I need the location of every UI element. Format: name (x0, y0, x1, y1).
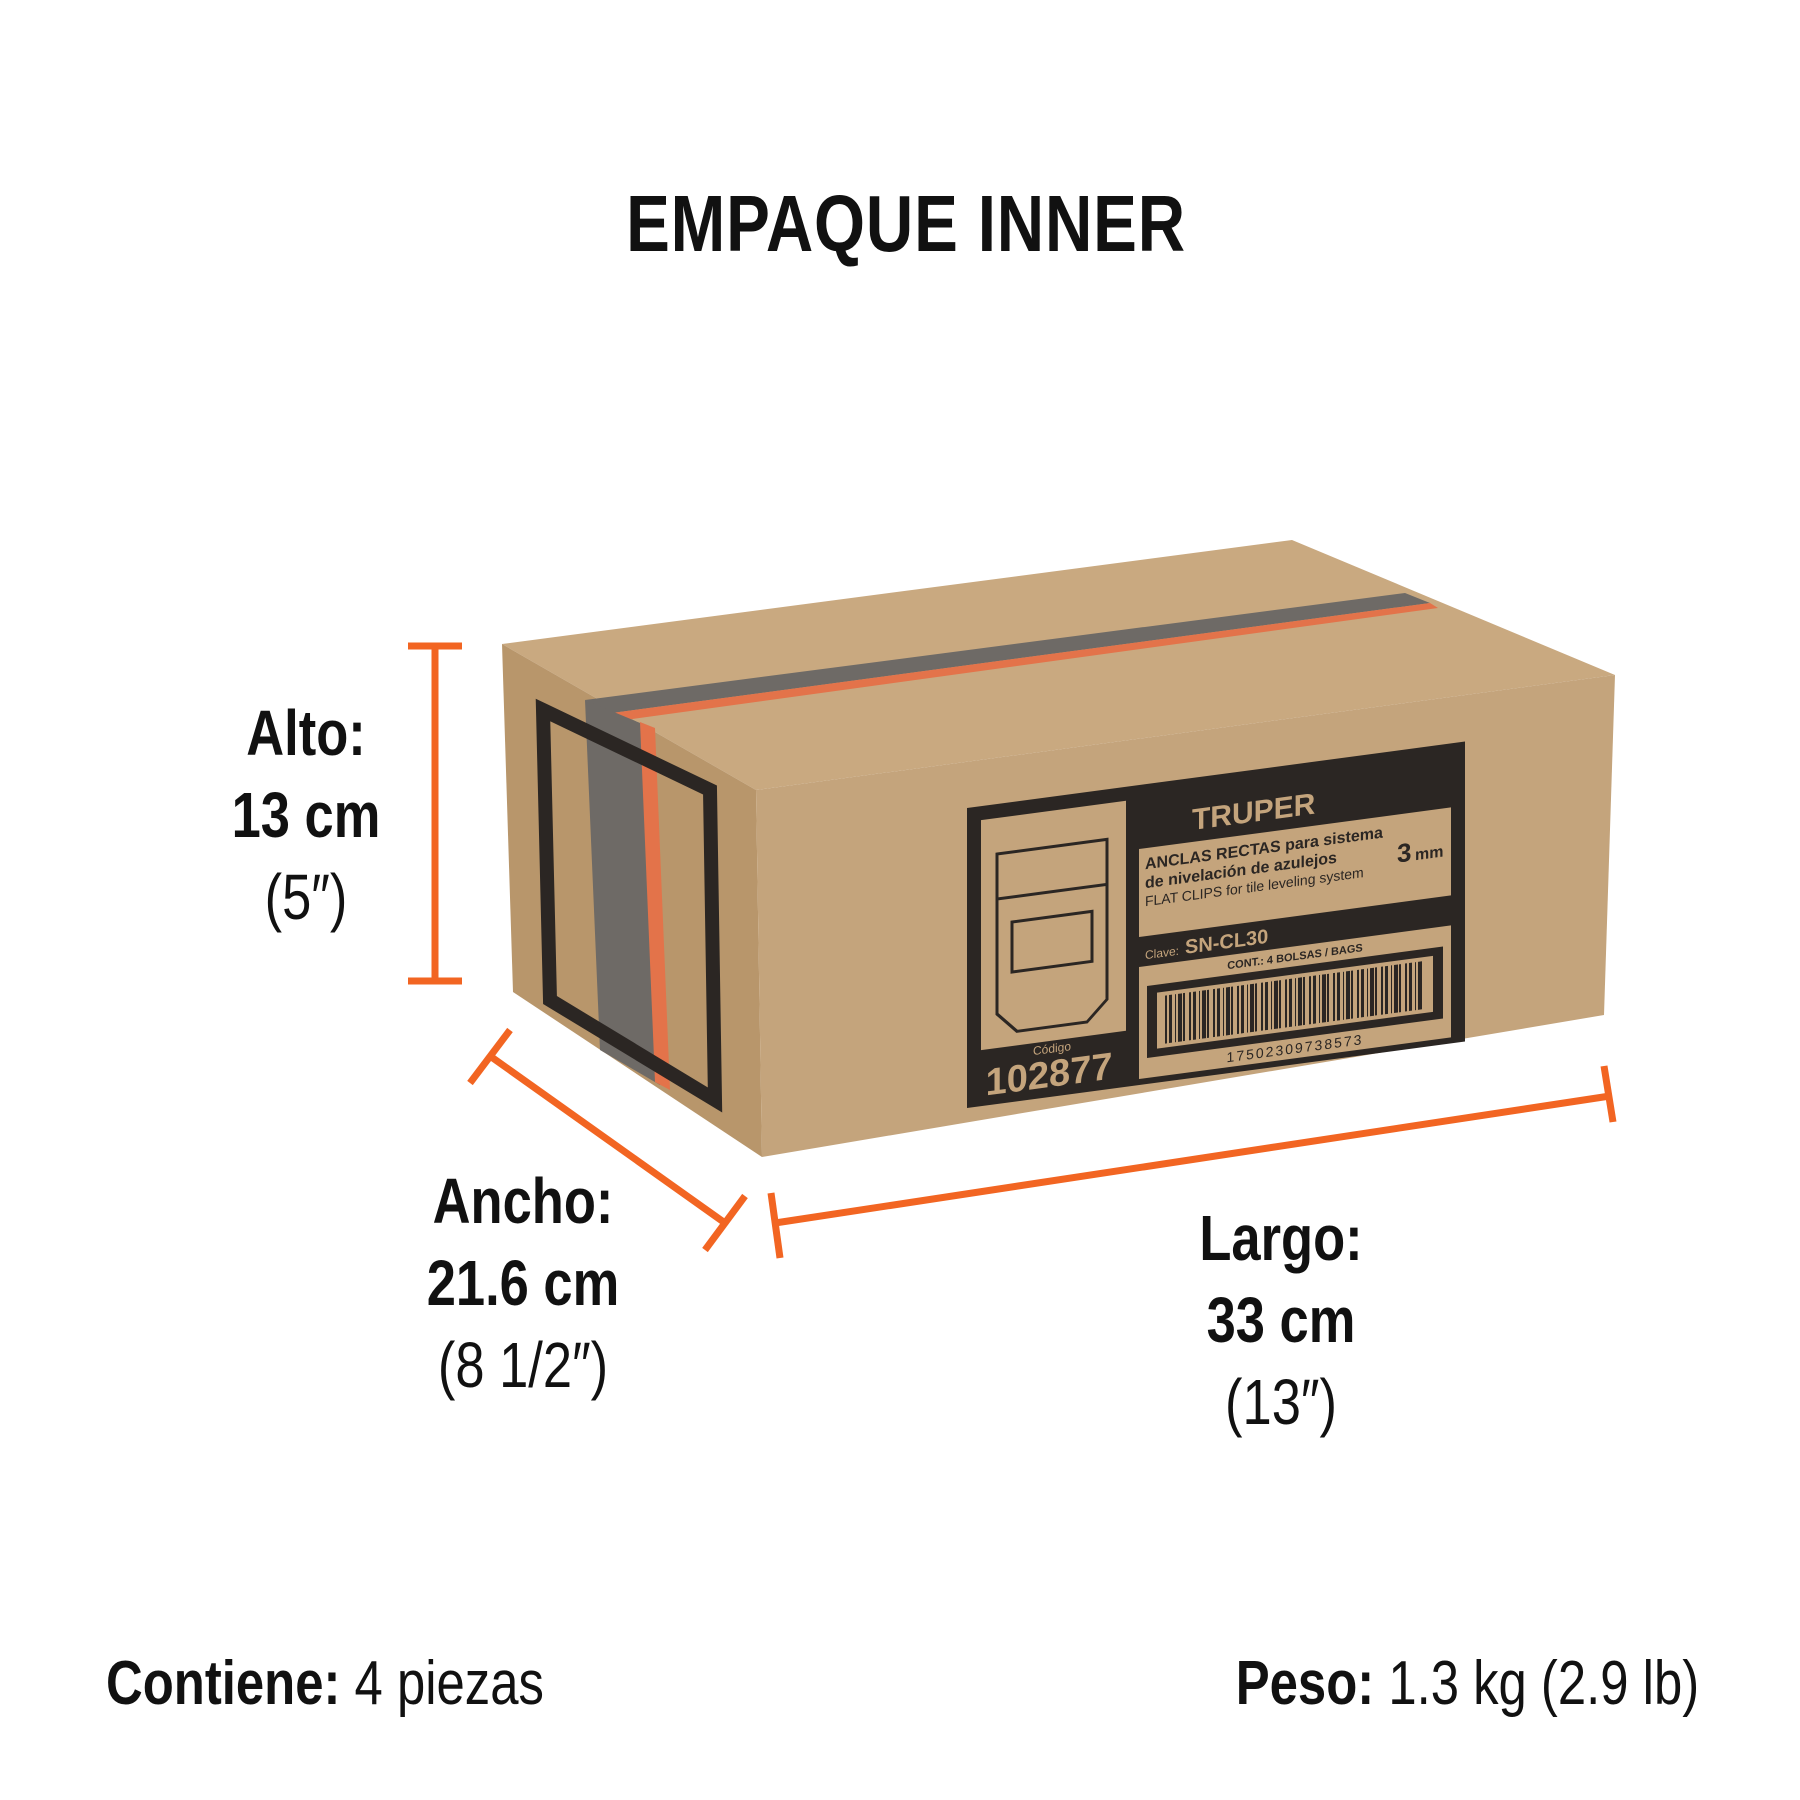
svg-text:mm: mm (1415, 842, 1443, 864)
barcode-bar (1370, 967, 1374, 1017)
alto-dimension-line (408, 642, 462, 985)
barcode-bar (1231, 986, 1233, 1035)
barcode-bar (1250, 983, 1254, 1033)
barcode-bar (1295, 978, 1296, 1027)
barcode-bar (1241, 985, 1244, 1034)
barcode-bar (1399, 964, 1401, 1013)
barcode-bar (1274, 980, 1278, 1030)
page-title: EMPAQUE INNER (626, 179, 1186, 268)
svg-text:Clave:: Clave: (1145, 944, 1179, 962)
barcode-bar (1343, 971, 1344, 1020)
largo-dimension-line (767, 1065, 1617, 1259)
contents-info: Contiene: 4 piezas (106, 1649, 544, 1718)
barcode-bar (1279, 980, 1281, 1029)
barcode-bar (1367, 968, 1368, 1017)
barcode (1165, 961, 1422, 1044)
barcode-bar (1298, 977, 1302, 1026)
barcode-bar (1193, 991, 1196, 1040)
barcode-bar (1385, 965, 1388, 1015)
barcode-bar (1169, 994, 1172, 1044)
barcode-bar (1178, 993, 1182, 1042)
barcode-bar (1405, 963, 1407, 1012)
barcode-bar (1418, 961, 1422, 1010)
product-label: Código 102877 TRUPER ANCLAS RECTAS para … (967, 741, 1465, 1108)
barcode-bar (1289, 978, 1292, 1028)
barcode-bar (1183, 992, 1185, 1042)
barcode-bar (1333, 972, 1335, 1022)
barcode-bar (1271, 981, 1272, 1030)
ancho-dimension: Ancho: 21.6 cm (8 1/2″) (426, 1165, 620, 1401)
barcode-bar (1265, 981, 1268, 1031)
barcode-bar (1255, 983, 1257, 1032)
clip-drawing (995, 837, 1109, 1033)
barcode-bar (1189, 992, 1191, 1041)
barcode-bar (1351, 970, 1353, 1019)
barcode-bar (1337, 972, 1340, 1021)
tape-left (585, 700, 660, 1085)
svg-text:3: 3 (1397, 837, 1411, 869)
side-print (535, 698, 723, 1113)
tape-top (585, 593, 1430, 713)
barcode-bar (1375, 967, 1377, 1016)
barcode-bar (1202, 990, 1206, 1039)
barcode-bar (1175, 994, 1176, 1043)
tape-orange-stripe (612, 603, 1438, 720)
barcode-bar (1223, 987, 1224, 1036)
barcode-bar (1322, 974, 1326, 1023)
codigo-label: Código (1033, 1039, 1071, 1058)
barcode-bar (1303, 976, 1305, 1026)
largo-dimension: Largo: 33 cm (13″) (1199, 1202, 1363, 1438)
barcode-bar (1285, 979, 1287, 1028)
alto-dimension: Alto: 13 cm (5″) (231, 697, 381, 933)
barcode-bar (1199, 990, 1200, 1040)
barcode-bar (1261, 982, 1263, 1031)
barcode-bar (1415, 962, 1416, 1011)
barcode-bar (1357, 969, 1359, 1018)
barcode-bar (1247, 984, 1248, 1033)
barcode-bar (1213, 988, 1215, 1038)
barcode-bar (1309, 976, 1311, 1025)
barcode-bar (1381, 966, 1383, 1015)
barcode-bar (1394, 964, 1398, 1014)
barcode-bar (1165, 995, 1167, 1044)
barcode-bar (1346, 970, 1350, 1020)
weight-info: Peso: 1.3 kg (2.9 lb) (1235, 1649, 1699, 1718)
tape-left-stripe (640, 722, 670, 1090)
barcode-bar (1313, 975, 1316, 1024)
ancho-dimension-line (467, 1027, 748, 1253)
barcode-bar (1207, 989, 1209, 1038)
barcode-bar (1319, 974, 1320, 1024)
barcode-bar (1237, 985, 1239, 1034)
barcode-bar (1217, 988, 1220, 1037)
barcode-bar (1409, 962, 1412, 1012)
barcode-bar (1226, 986, 1230, 1036)
barcode-bar (1361, 969, 1364, 1018)
barcode-bar (1391, 965, 1392, 1014)
barcode-bar (1327, 973, 1329, 1022)
